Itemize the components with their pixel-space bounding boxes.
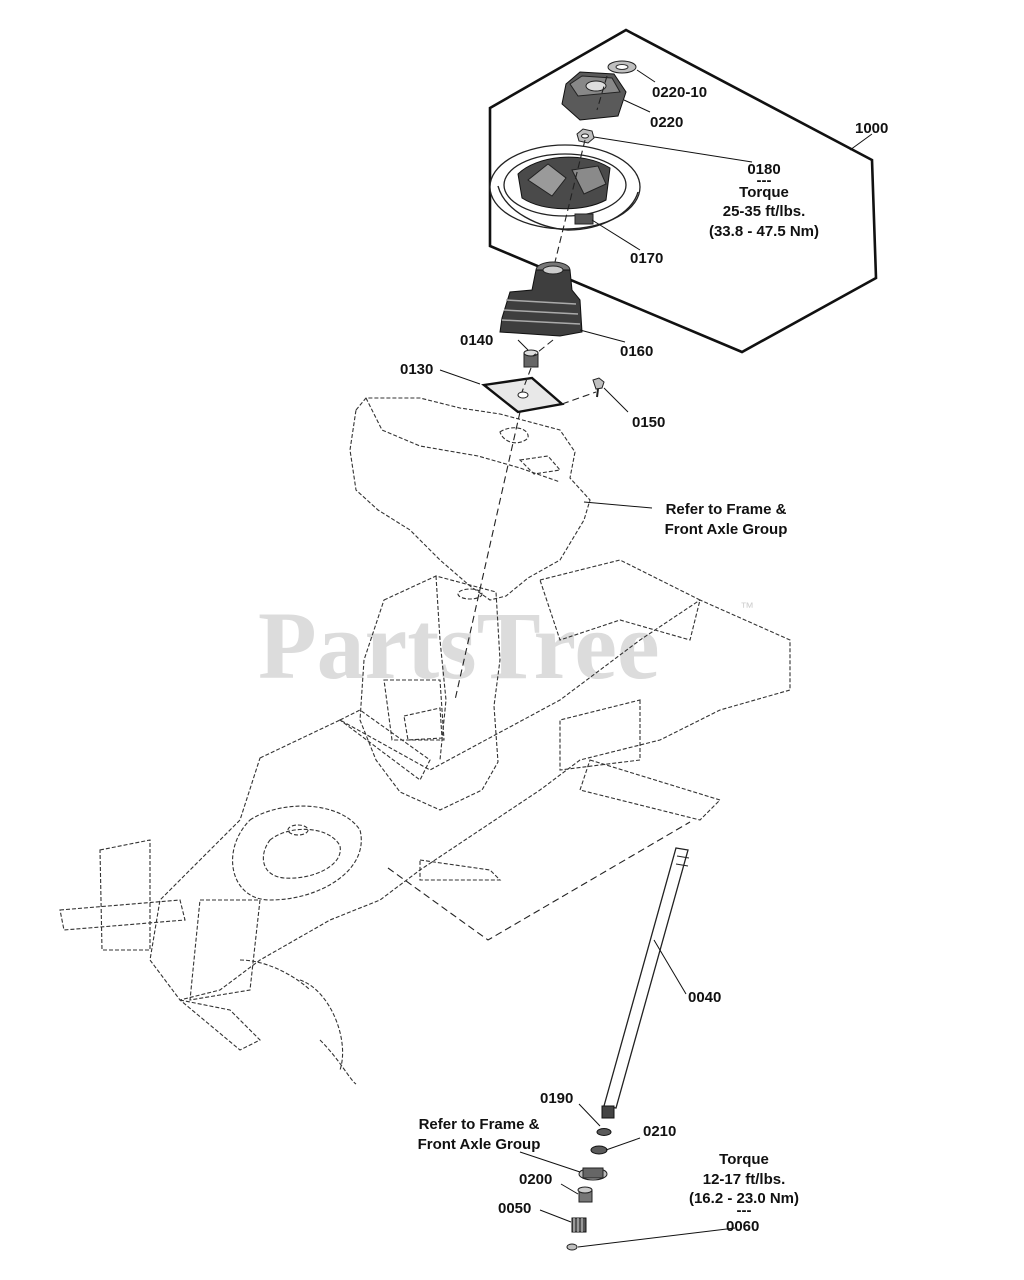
washer-0190[interactable] xyxy=(596,1128,612,1136)
watermark-trademark: ™ xyxy=(740,599,754,615)
nut-0060[interactable] xyxy=(566,1243,578,1251)
steering-cap-0220[interactable] xyxy=(561,71,627,121)
callout-ref-frame-bottom-line2: Front Axle Group xyxy=(418,1136,541,1153)
callout-torque2-value: 12-17 ft/lbs. xyxy=(703,1171,786,1188)
callout-0170: 0170 xyxy=(630,250,663,267)
plate-0130[interactable] xyxy=(481,376,565,414)
callout-torque2-metric: (16.2 - 23.0 Nm) xyxy=(689,1190,799,1207)
hex-nut-0180[interactable] xyxy=(576,128,595,144)
callout-0040: 0040 xyxy=(688,989,721,1006)
callout-0060: 0060 xyxy=(726,1218,759,1235)
callout-1000: 1000 xyxy=(855,120,888,137)
callout-0140: 0140 xyxy=(460,332,493,349)
callout-0220: 0220 xyxy=(650,114,683,131)
callout-0050: 0050 xyxy=(498,1200,531,1217)
callout-0180-torque-title: Torque xyxy=(739,184,789,201)
callout-0210: 0210 xyxy=(643,1123,676,1140)
callout-0190: 0190 xyxy=(540,1090,573,1107)
dash-console-frame xyxy=(349,397,591,601)
callout-0180-separator: --- xyxy=(757,172,772,189)
tractor-frame xyxy=(59,559,791,1085)
callout-0200: 0200 xyxy=(519,1171,552,1188)
kit-1000-boundary xyxy=(488,28,878,354)
callout-0180-torque-metric: (33.8 - 47.5 Nm) xyxy=(709,223,819,240)
column-support-frame xyxy=(359,575,501,811)
bushing-0140[interactable] xyxy=(523,349,539,368)
callout-0130: 0130 xyxy=(400,361,433,378)
callout-0180: 0180 xyxy=(747,161,780,178)
callout-0180-torque-value: 25-35 ft/lbs. xyxy=(723,203,806,220)
pinion-gear-0050[interactable] xyxy=(571,1217,587,1233)
callout-ref-frame-top-line2: Front Axle Group xyxy=(665,521,788,538)
steering-wheel-0170[interactable] xyxy=(489,144,641,231)
steering-shaft-0040[interactable] xyxy=(601,847,690,1119)
assembly-centerlines xyxy=(387,75,691,941)
callout-torque2-separator: --- xyxy=(737,1202,752,1219)
callout-0160: 0160 xyxy=(620,343,653,360)
callout-ref-frame-bottom-line1: Refer to Frame & xyxy=(419,1116,540,1133)
callout-0150: 0150 xyxy=(632,414,665,431)
callout-torque2-title: Torque xyxy=(719,1151,769,1168)
callout-ref-frame-top-line1: Refer to Frame & xyxy=(666,501,787,518)
callout-0220-10: 0220-10 xyxy=(652,84,707,101)
bearing-housing xyxy=(578,1167,608,1181)
screw-0150[interactable] xyxy=(592,377,605,398)
steering-boot-0160[interactable] xyxy=(499,261,583,337)
washer-0210[interactable] xyxy=(590,1145,608,1155)
emblem-0220-10[interactable] xyxy=(607,60,637,74)
bushing-0200[interactable] xyxy=(577,1186,593,1203)
leader-lines xyxy=(439,69,873,1248)
